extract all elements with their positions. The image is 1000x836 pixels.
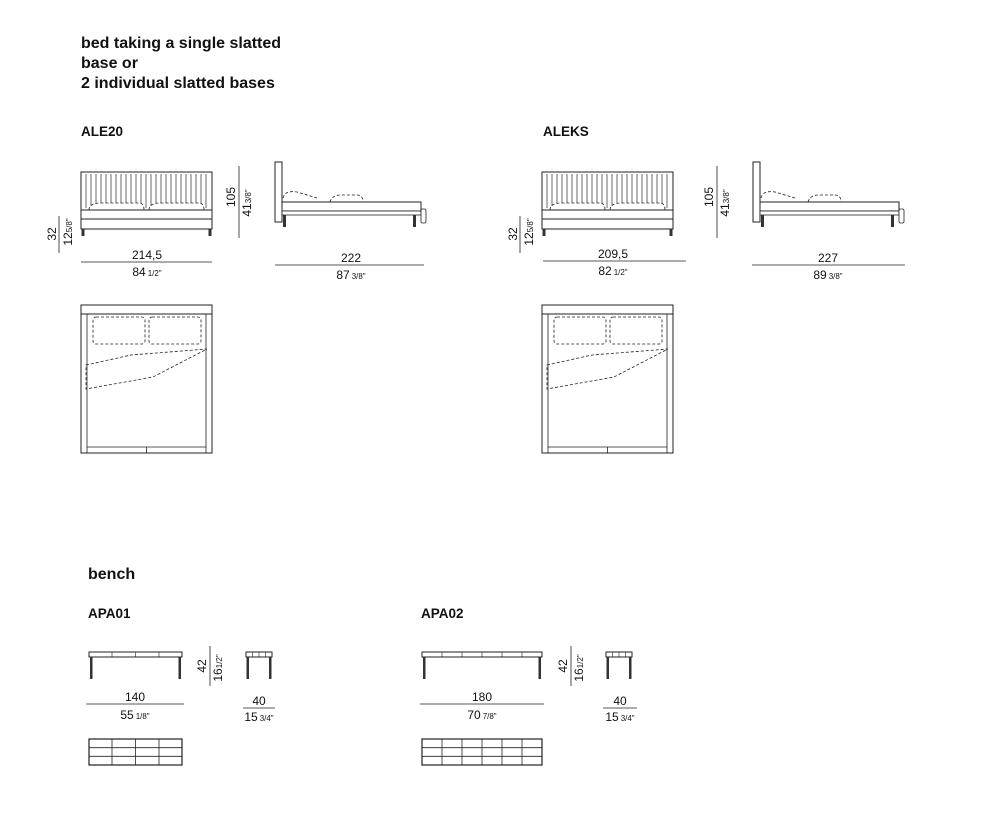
svg-text:125/8": 125/8" — [61, 218, 75, 245]
bench-section-title: bench — [88, 566, 136, 583]
ale20-leg-height-in-frac: 5/8" — [65, 218, 74, 232]
svg-text:551/8": 551/8" — [120, 708, 149, 722]
apa02-plan-view — [421, 738, 543, 766]
ale20-height-in: 41 — [240, 203, 254, 217]
ale20-side-view — [274, 161, 427, 228]
heading-line-1: bed taking a single slatted — [81, 35, 282, 52]
model-label-apa01: APA01 — [88, 606, 131, 621]
apa01-length-in-frac: 1/8" — [136, 712, 150, 721]
apa02-depth-cm: 40 — [613, 694, 627, 708]
svg-text:841/2": 841/2" — [132, 265, 161, 279]
aleks-width-cm: 209,5 — [598, 247, 628, 261]
model-label-aleks: ALEKS — [543, 124, 589, 139]
apa02-depth-in: 15 — [605, 710, 619, 724]
apa02-height-dimension: 42 161/2" — [556, 646, 586, 686]
model-label-apa02: APA02 — [421, 606, 464, 621]
apa01-side-view — [245, 651, 273, 680]
apa01-length-in: 55 — [120, 708, 134, 722]
apa01-depth-in-frac: 3/4" — [260, 714, 274, 723]
svg-text:413/8": 413/8" — [718, 189, 732, 216]
aleks-length-cm: 227 — [818, 251, 838, 265]
svg-text:707/8": 707/8" — [467, 708, 496, 722]
apa01-length-cm: 140 — [125, 690, 145, 704]
page-heading: bed taking a single slatted base or 2 in… — [81, 34, 281, 94]
apa02-height-in: 16 — [572, 668, 586, 682]
aleks-front-view — [541, 171, 674, 237]
apa02-height-in-frac: 1/2" — [576, 654, 585, 668]
apa02-height-cm: 42 — [556, 659, 570, 673]
svg-text:873/8": 873/8" — [336, 268, 365, 282]
apa01-depth-in: 15 — [244, 710, 258, 724]
aleks-height-in-frac: 3/8" — [722, 189, 731, 203]
svg-text:125/8": 125/8" — [522, 218, 536, 245]
svg-text:821/2": 821/2" — [598, 264, 627, 278]
apa01-height-in: 16 — [211, 668, 225, 682]
ale20-height-in-frac: 3/8" — [244, 189, 253, 203]
aleks-height-in: 41 — [718, 203, 732, 217]
ale20-length-in-frac: 3/8" — [352, 272, 366, 281]
svg-text:153/4": 153/4" — [605, 710, 634, 724]
apa02-length-in-frac: 7/8" — [483, 712, 497, 721]
apa01-plan-view — [88, 738, 183, 766]
ale20-width-cm: 214,5 — [132, 248, 162, 262]
svg-text:893/8": 893/8" — [813, 268, 842, 282]
apa02-front-view — [421, 651, 543, 680]
svg-text:413/8": 413/8" — [240, 189, 254, 216]
aleks-height-dimension: 105 413/8" — [702, 166, 732, 238]
ale20-leg-height-dimension: 32 125/8" — [45, 216, 75, 253]
ale20-leg-height-in: 12 — [61, 232, 75, 246]
aleks-side-view — [752, 161, 905, 228]
ale20-leg-height-cm: 32 — [45, 227, 59, 241]
model-label-ale20: ALE20 — [81, 124, 124, 139]
apa01-height-cm: 42 — [195, 659, 209, 673]
aleks-height-cm: 105 — [702, 187, 716, 207]
apa01-height-dimension: 42 161/2" — [195, 646, 225, 686]
aleks-length-in: 89 — [813, 268, 827, 282]
ale20-height-dimension: 105 413/8" — [224, 166, 254, 238]
ale20-height-cm: 105 — [224, 187, 238, 207]
ale20-plan-view — [80, 304, 213, 454]
svg-text:161/2": 161/2" — [211, 654, 225, 681]
apa01-depth-cm: 40 — [252, 694, 266, 708]
svg-text:153/4": 153/4" — [244, 710, 273, 724]
aleks-leg-height-cm: 32 — [506, 227, 520, 241]
ale20-length-in: 87 — [336, 268, 350, 282]
aleks-width-in-frac: 1/2" — [614, 268, 628, 277]
apa02-length-in: 70 — [467, 708, 481, 722]
ale20-length-cm: 222 — [341, 251, 361, 265]
apa02-depth-in-frac: 3/4" — [621, 714, 635, 723]
heading-line-2: base or — [81, 55, 138, 72]
aleks-leg-height-dimension: 32 125/8" — [506, 216, 536, 253]
ale20-width-in: 84 — [132, 265, 146, 279]
aleks-plan-view — [541, 304, 674, 454]
apa02-side-view — [605, 651, 633, 680]
ale20-width-in-frac: 1/2" — [148, 269, 162, 278]
aleks-width-in: 82 — [598, 264, 612, 278]
heading-line-3: 2 individual slatted bases — [81, 75, 275, 92]
aleks-length-in-frac: 3/8" — [829, 272, 843, 281]
apa01-front-view — [88, 651, 183, 680]
aleks-leg-height-in-frac: 5/8" — [526, 218, 535, 232]
svg-text:161/2": 161/2" — [572, 654, 586, 681]
ale20-front-view — [80, 171, 213, 237]
apa02-length-cm: 180 — [472, 690, 492, 704]
apa01-height-in-frac: 1/2" — [215, 654, 224, 668]
aleks-leg-height-in: 12 — [522, 232, 536, 246]
